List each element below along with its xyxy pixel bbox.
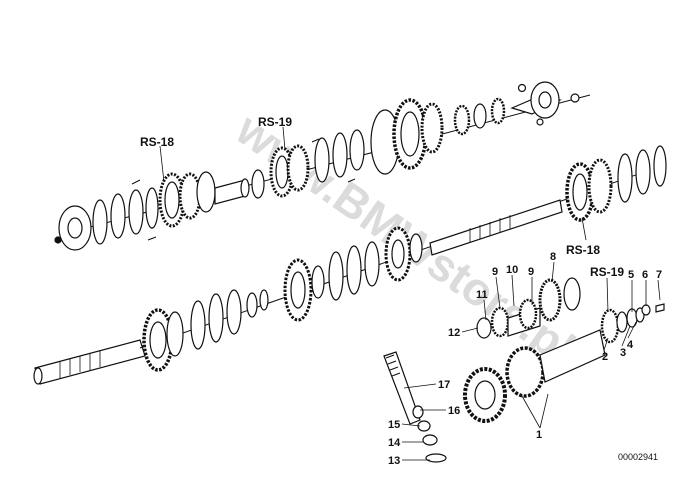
callout-rs18-right: RS-18: [566, 243, 600, 257]
drawing-code: 00002941: [618, 452, 658, 462]
callout-11: 11: [476, 289, 488, 301]
lower-mid-gear: [384, 226, 423, 282]
lower-synchro-hub: [283, 258, 325, 322]
callout-9b: 9: [528, 266, 534, 278]
upper-gear-cluster: [370, 98, 444, 175]
countershaft-body: [539, 329, 606, 383]
lower-input-gear: [142, 308, 184, 372]
leader-lines: [159, 126, 661, 461]
upper-clips: [131, 138, 356, 241]
upper-middle-hub: [214, 169, 265, 205]
callout-3: 3: [620, 347, 626, 359]
upper-synchro-rings-right: [314, 129, 365, 183]
upper-right-flange: [510, 81, 580, 126]
upper-gear-rs19: [269, 144, 310, 198]
upper-gear-rs18: [158, 171, 216, 228]
callout-17: 17: [438, 379, 450, 391]
part-17-shaft: [383, 351, 421, 425]
callout-rs18-top: RS-18: [140, 135, 174, 149]
callout-10: 10: [506, 264, 518, 276]
callout-14: 14: [388, 437, 401, 449]
part-6-nut: [641, 304, 651, 316]
callout-16: 16: [448, 405, 460, 417]
part-9-bearing: [490, 306, 510, 338]
lower-shaft-assembly: [33, 145, 667, 385]
upper-bearings: [453, 97, 506, 136]
countershaft-assembly: [463, 303, 665, 423]
part-9-bearing-b: [518, 298, 538, 330]
callout-4: 4: [627, 339, 634, 351]
upper-shaft-assembly: [54, 81, 591, 251]
part-2-bearing: [616, 311, 628, 333]
lower-input-shaft: [33, 339, 146, 385]
callout-9a: 9: [492, 266, 498, 278]
lower-synchro-rings-right: [617, 145, 667, 203]
upper-synchro-rings-left: [92, 187, 159, 245]
callout-13: 13: [388, 455, 400, 467]
lower-synchro-rings-mid: [328, 241, 380, 301]
part-13-o-ring: [425, 453, 447, 463]
callout-15: 15: [388, 419, 400, 431]
part-11-ring: [476, 317, 492, 339]
part-16-pinion: [412, 405, 424, 419]
callout-rs19-top: RS-19: [258, 115, 292, 129]
part-8-gear: [538, 278, 562, 322]
upper-left-flange: [58, 205, 92, 251]
part-rs19-gear: [600, 308, 620, 344]
callout-2: 2: [602, 351, 608, 363]
callout-labels: RS-18 RS-19 RS-18 RS-19 1 2 3 4 5 6 7 8 …: [140, 115, 662, 467]
callout-1: 1: [536, 429, 542, 441]
callout-12: 12: [448, 327, 460, 339]
callout-7: 7: [656, 269, 662, 281]
callout-rs19-right: RS-19: [590, 265, 624, 279]
lower-gear-rs18: [565, 158, 613, 222]
callout-5: 5: [628, 269, 634, 281]
callout-8: 8: [550, 251, 556, 263]
part-7-bolt: [655, 303, 665, 313]
lower-spline-shaft: [429, 199, 563, 256]
detail-sleeve-parts: [476, 277, 581, 339]
speedo-drive-assembly: [383, 351, 447, 463]
lower-synchro-rings-left: [190, 289, 269, 350]
countershaft-gear-2: [505, 346, 545, 398]
callout-6: 6: [642, 269, 648, 281]
part-14-sleeve: [422, 434, 438, 446]
